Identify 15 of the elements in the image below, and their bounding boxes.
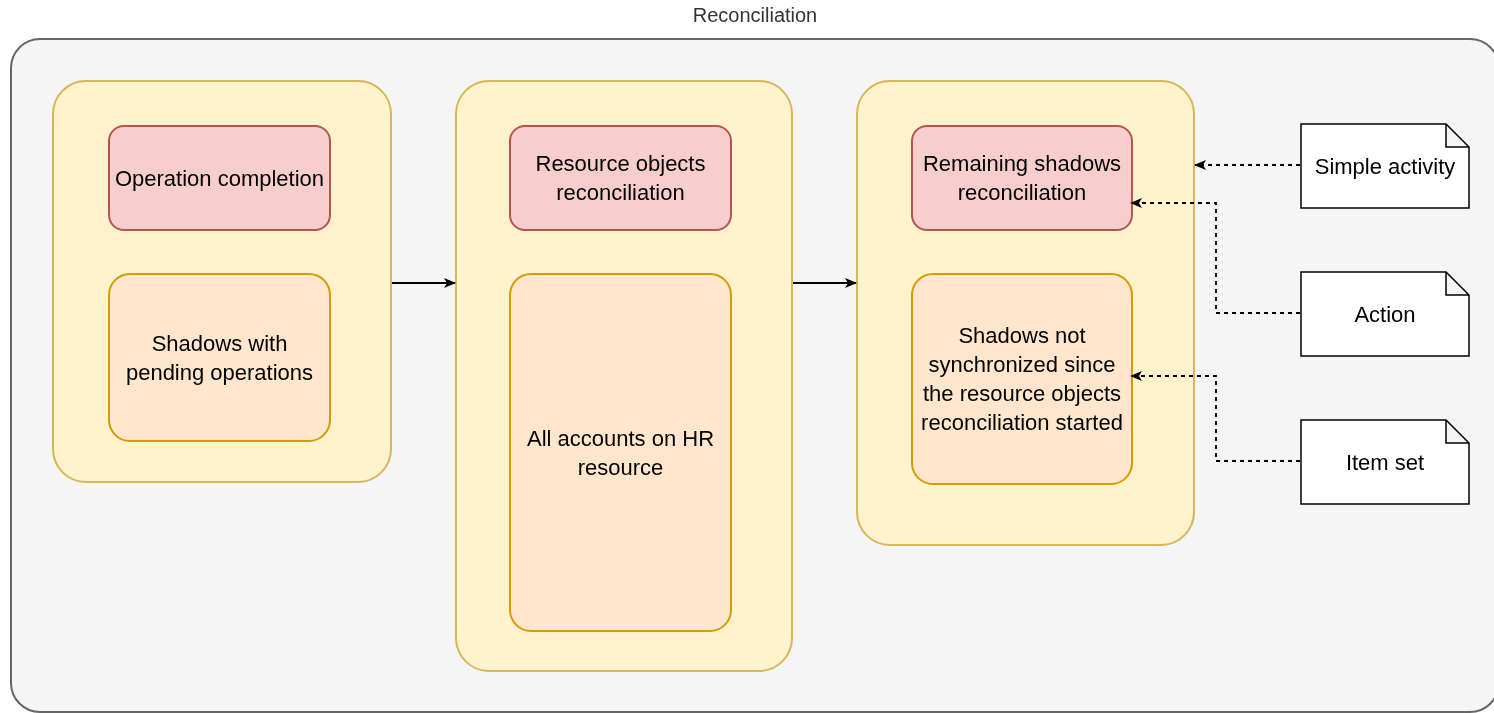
group-container (52, 80, 392, 483)
process-box: Shadows with pending operations (108, 273, 331, 442)
arrow (1130, 198, 1301, 314)
process-box: Shadows not synchronized since the resource objects reconciliation started (911, 273, 1133, 485)
arrow (792, 278, 857, 288)
arrow (1194, 160, 1301, 170)
process-box: Operation completion (108, 125, 331, 231)
process-box: All accounts on HR resource (509, 273, 732, 632)
group-container (455, 80, 793, 672)
container-title: Reconciliation (691, 4, 819, 27)
process-box: Resource objects reconciliation (509, 125, 732, 231)
arrow (1130, 371, 1301, 462)
group-container (856, 80, 1195, 546)
arrow (391, 278, 456, 288)
process-box: Remaining shadows reconciliation (911, 125, 1133, 231)
